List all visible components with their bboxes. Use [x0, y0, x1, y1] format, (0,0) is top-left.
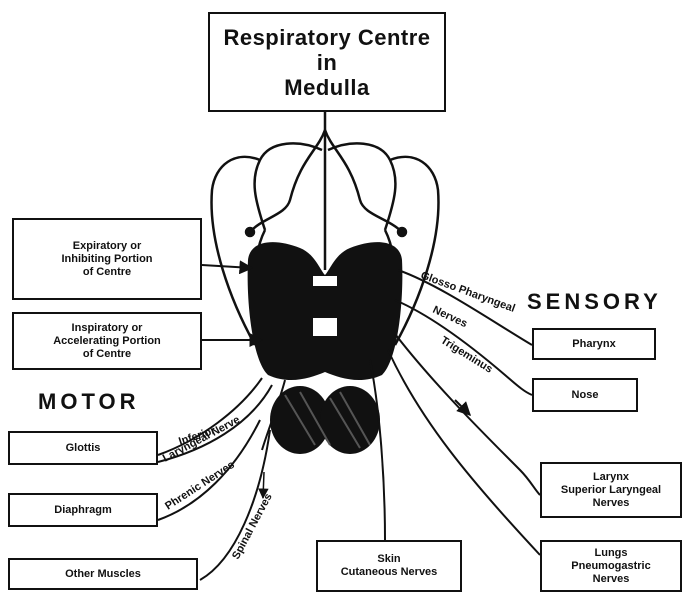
glottis-label: Glottis: [66, 442, 101, 455]
glosso-nerves-label: Nerves: [431, 304, 469, 330]
skin-line2: Cutaneous Nerves: [341, 566, 438, 579]
lungs-box: Lungs Pneumogastric Nerves: [540, 540, 682, 592]
other-muscles-box: Other Muscles: [8, 558, 198, 590]
larynx-line3: Nerves: [593, 497, 630, 510]
expiratory-line1: Expiratory or: [73, 240, 141, 253]
pharynx-label: Pharynx: [572, 338, 615, 351]
motor-nerves: [158, 378, 285, 580]
phrenic-nerves-label: Phrenic Nerves: [163, 459, 237, 513]
larynx-line1: Larynx: [593, 471, 629, 484]
inspiratory-line3: of Centre: [83, 348, 131, 361]
nose-box: Nose: [532, 378, 638, 412]
trigeminus-label: Trigeminus: [438, 334, 494, 375]
laryngeal-nerve-label: Laryngeal Nerve: [161, 414, 242, 465]
inspiratory-line1: Inspiratory or: [72, 322, 143, 335]
expiratory-portion-box: Expiratory or Inhibiting Portion of Cent…: [12, 218, 202, 300]
title-line1: Respiratory Centre: [223, 25, 430, 50]
larynx-box: Larynx Superior Laryngeal Nerves: [540, 462, 682, 518]
expiratory-line2: Inhibiting Portion: [61, 253, 152, 266]
glottis-box: Glottis: [8, 431, 158, 465]
skin-line1: Skin: [377, 553, 400, 566]
title-line2: in: [317, 50, 338, 75]
diaphragm-box: Diaphragm: [8, 493, 158, 527]
motor-heading: MOTOR: [38, 389, 139, 415]
lungs-line3: Nerves: [593, 573, 630, 586]
title-line3: Medulla: [284, 75, 369, 100]
nose-label: Nose: [572, 389, 599, 402]
inspiratory-line2: Accelerating Portion: [53, 335, 161, 348]
respiratory-centre-box: Respiratory Centre in Medulla: [208, 12, 446, 112]
diaphragm-label: Diaphragm: [54, 504, 111, 517]
other-muscles-label: Other Muscles: [65, 568, 141, 581]
sensory-heading: SENSORY: [527, 289, 662, 315]
pharynx-box: Pharynx: [532, 328, 656, 360]
skin-box: Skin Cutaneous Nerves: [316, 540, 462, 592]
spinal-arrow: [263, 472, 264, 498]
expiratory-line3: of Centre: [83, 266, 131, 279]
lungs-line2: Pneumogastric: [571, 560, 650, 573]
inspiratory-portion-box: Inspiratory or Accelerating Portion of C…: [12, 312, 202, 370]
lungs-line1: Lungs: [595, 547, 628, 560]
larynx-line2: Superior Laryngeal: [561, 484, 661, 497]
